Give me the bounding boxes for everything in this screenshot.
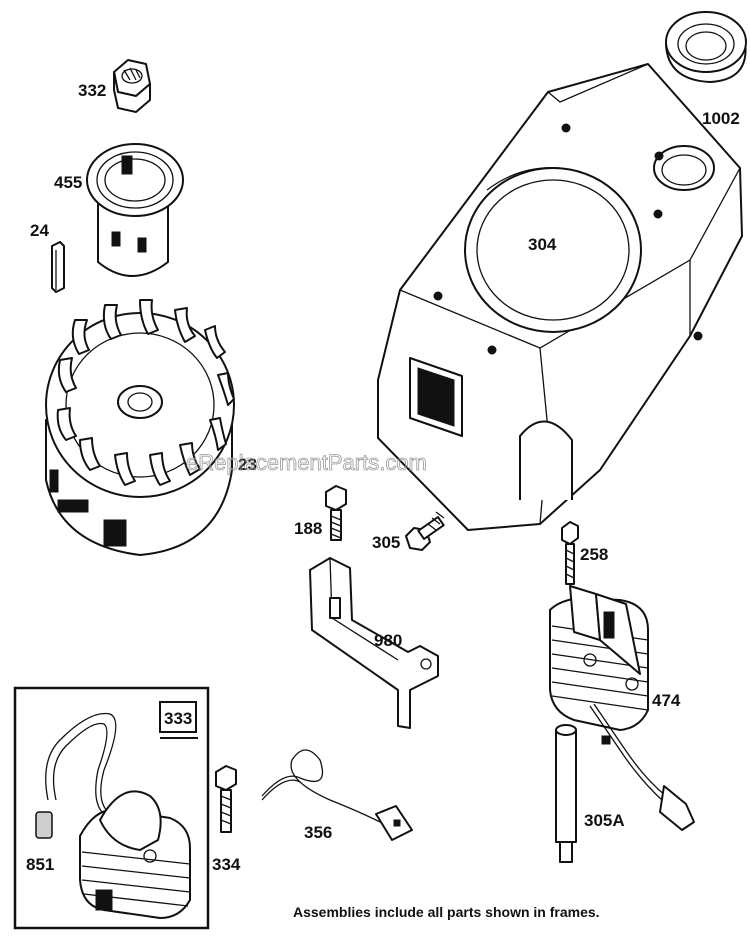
grommet-1002 <box>665 11 747 83</box>
label-332: 332 <box>78 81 106 100</box>
spacer-305A <box>555 724 577 863</box>
ignition-module-851 <box>35 712 191 919</box>
flywheel-23 <box>45 299 235 556</box>
label-334: 334 <box>212 855 241 874</box>
bracket-980 <box>309 557 439 729</box>
label-1002: 1002 <box>702 109 740 128</box>
blower-housing-304 <box>377 63 743 531</box>
assembly-frame-333 <box>13 686 210 930</box>
screw-258 <box>561 521 579 585</box>
label-188: 188 <box>294 519 322 538</box>
armature-474 <box>549 585 695 831</box>
label-24: 24 <box>30 221 49 240</box>
label-305A: 305A <box>584 811 625 830</box>
watermark: eReplacementParts.com <box>186 450 427 475</box>
label-474: 474 <box>652 691 681 710</box>
footer-note: Assemblies include all parts shown in fr… <box>293 904 600 920</box>
screw-334 <box>215 765 237 833</box>
screw-305 <box>405 511 445 551</box>
nut-332 <box>113 59 151 113</box>
label-258: 258 <box>580 545 608 564</box>
label-455: 455 <box>54 173 82 192</box>
label-851: 851 <box>26 855 54 874</box>
starter-cup-455 <box>86 143 184 277</box>
label-305: 305 <box>372 533 400 552</box>
label-333: 333 <box>164 709 192 728</box>
key-24 <box>51 241 65 293</box>
screw-188 <box>325 485 347 541</box>
label-23: 23 <box>238 455 257 474</box>
label-304: 304 <box>528 235 557 254</box>
ground-wire-356 <box>261 749 413 841</box>
label-980: 980 <box>374 631 402 650</box>
label-356: 356 <box>304 823 332 842</box>
